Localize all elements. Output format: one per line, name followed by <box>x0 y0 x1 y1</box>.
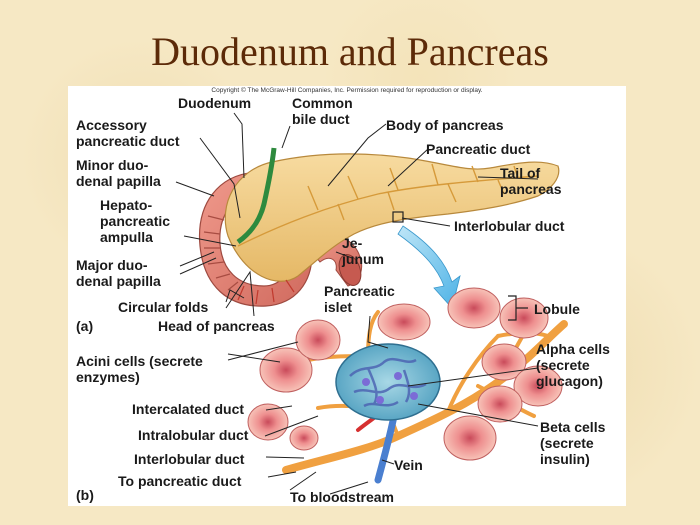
duodenum-vessels <box>237 279 295 305</box>
islet-cell-pattern <box>349 357 427 408</box>
panel-label-b: (b) <box>76 487 94 503</box>
label-jejunum-2: junum <box>341 251 384 267</box>
label-to-bloodstream: To bloodstream <box>290 489 394 505</box>
acinus <box>289 425 319 451</box>
lobule-bracket <box>508 295 528 321</box>
lobule-illustration <box>247 287 568 484</box>
label-pancreatic-duct: Pancreatic duct <box>426 141 531 157</box>
label-ampulla-2: pancreatic <box>100 213 170 229</box>
anatomy-figure: Copyright © The McGraw-Hill Companies, I… <box>68 86 626 506</box>
label-tail-2: pancreas <box>500 181 562 197</box>
label-circular-folds: Circular folds <box>118 299 208 315</box>
acinus <box>477 385 523 423</box>
acinus <box>499 297 549 339</box>
pancreas-diagram: Duodenum Common bile duct Accessory panc… <box>76 95 610 505</box>
label-beta-1: Beta cells <box>540 419 606 435</box>
label-minor-papilla-2: denal papilla <box>76 173 161 189</box>
slide-title: Duodenum and Pancreas <box>151 29 549 74</box>
label-common-bile-duct-2: bile duct <box>292 111 350 127</box>
islet-cell <box>410 392 418 400</box>
label-alpha-3: glucagon) <box>536 373 603 389</box>
islet-cell <box>376 396 384 404</box>
label-ampulla-1: Hepato- <box>100 197 152 213</box>
label-body-of-pancreas: Body of pancreas <box>386 117 504 133</box>
common-bile-duct <box>236 147 277 245</box>
islet-cell <box>362 378 370 386</box>
acinus <box>377 303 431 341</box>
label-duodenum: Duodenum <box>178 95 251 111</box>
acinus <box>443 415 497 461</box>
pancreas-illustration <box>198 147 560 307</box>
label-beta-2: (secrete <box>540 435 594 451</box>
label-interlobular-duct-a: Interlobular duct <box>454 218 565 234</box>
leader-lines <box>175 112 539 495</box>
label-acini-1: Acini cells (secrete <box>76 353 203 369</box>
interlobular-marker <box>392 211 404 223</box>
label-vein: Vein <box>394 457 423 473</box>
panel-label-a: (a) <box>76 318 93 334</box>
acinus <box>295 319 341 361</box>
label-accessory-duct-2: pancreatic duct <box>76 133 180 149</box>
label-lobule: Lobule <box>534 301 580 317</box>
label-minor-papilla-1: Minor duo- <box>76 157 149 173</box>
circular-folds <box>203 215 239 291</box>
acinus <box>259 347 313 393</box>
pancreatic-islet <box>335 343 441 421</box>
acinus <box>513 365 563 407</box>
label-interlobular-duct-b: Interlobular duct <box>134 451 245 467</box>
label-alpha-2: (secrete <box>536 357 590 373</box>
label-to-pancreatic-duct: To pancreatic duct <box>118 473 242 489</box>
label-islet-1: Pancreatic <box>324 283 395 299</box>
acinus <box>447 287 501 329</box>
label-jejunum-1: Je- <box>342 235 363 251</box>
label-common-bile-duct-1: Common <box>292 95 353 111</box>
label-major-papilla-2: denal papilla <box>76 273 161 289</box>
islet-cell <box>394 372 402 380</box>
label-tail-1: Tail of <box>500 165 541 181</box>
label-head-of-pancreas: Head of pancreas <box>158 318 275 334</box>
label-intralobular-duct: Intralobular duct <box>138 427 249 443</box>
copyright-notice: Copyright © The McGraw-Hill Companies, I… <box>211 87 483 94</box>
label-acini-2: enzymes) <box>76 369 140 385</box>
label-intercalated-duct: Intercalated duct <box>132 401 244 417</box>
label-major-papilla-1: Major duo- <box>76 257 148 273</box>
label-accessory-duct-1: Accessory <box>76 117 147 133</box>
label-beta-3: insulin) <box>540 451 590 467</box>
zoom-arrow <box>397 225 461 309</box>
label-ampulla-3: ampulla <box>100 229 153 245</box>
label-islet-2: islet <box>324 299 352 315</box>
pancreatic-duct-tree <box>237 163 539 247</box>
label-alpha-1: Alpha cells <box>536 341 610 357</box>
